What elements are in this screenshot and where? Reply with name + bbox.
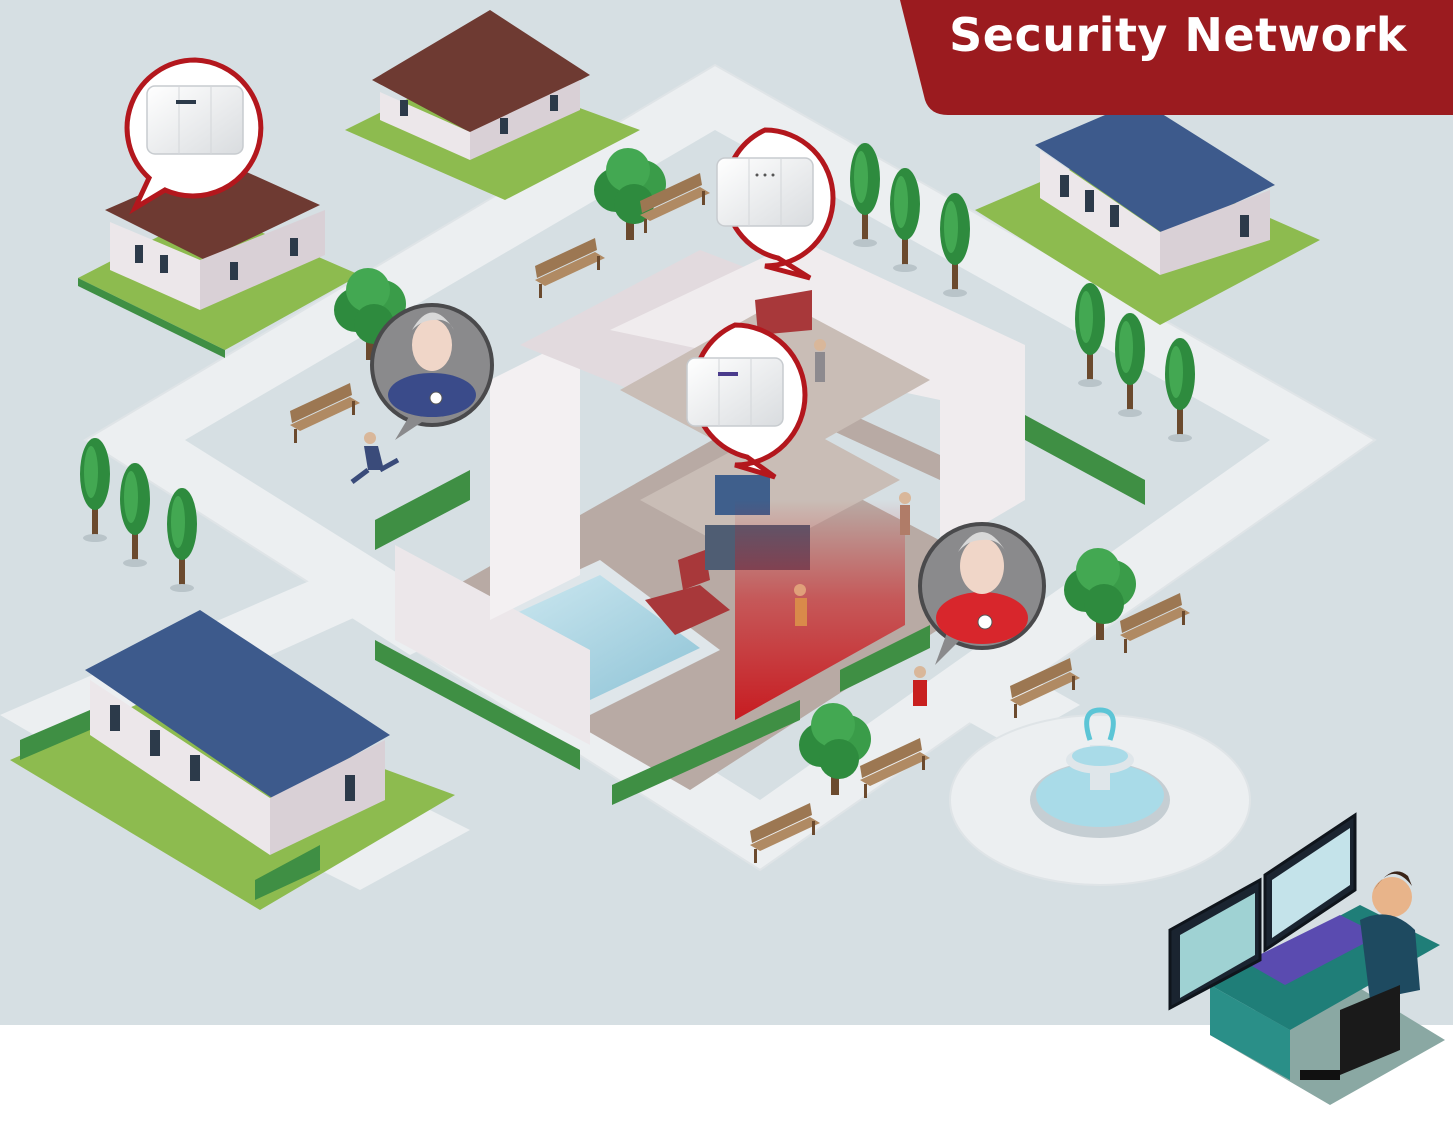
house-icon: [10, 610, 455, 910]
page-title: Security Network: [949, 8, 1407, 62]
house-icon: [345, 10, 640, 200]
fountain-icon: [949, 707, 1251, 886]
alarm-hub-device-icon: [686, 322, 808, 480]
resident-pendant-icon: [370, 303, 494, 440]
alarm-hub-device-icon: [716, 127, 836, 281]
alarm-hub-device-icon: [124, 57, 264, 215]
title-banner: [900, 0, 1453, 115]
alarm-zone: [735, 500, 905, 720]
house-icon: [78, 160, 360, 358]
operator-workstation-icon: [1168, 812, 1445, 1105]
resident-pendant-icon: [918, 522, 1046, 665]
resident-figure: [350, 432, 400, 484]
house-icon: [975, 100, 1320, 325]
